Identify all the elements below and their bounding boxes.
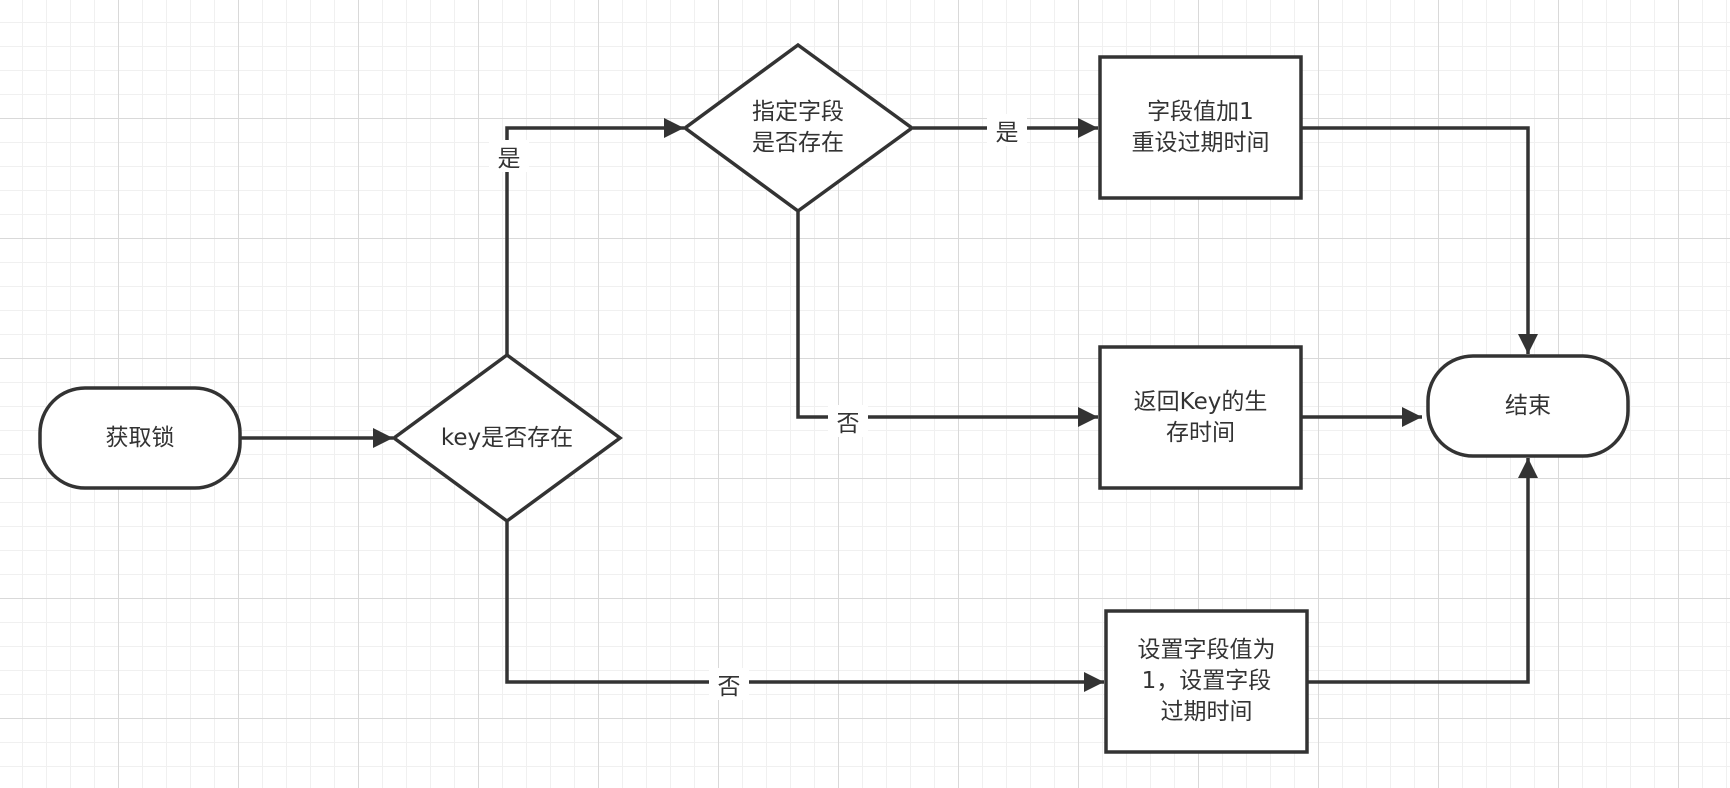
set-field-process-shape <box>1104 609 1309 754</box>
end-terminal-shape <box>1426 354 1630 458</box>
key-exists-decision-label: key是否存在 <box>440 424 574 451</box>
return-ttl-process-label: 返回Key的生 存时间 <box>1133 388 1268 446</box>
start-node: 获取锁 <box>40 388 240 488</box>
arrow-set-field-to-end <box>1308 458 1538 684</box>
return-ttl-process-shape <box>1098 345 1303 490</box>
field-increment-process: 字段值加1 重设过期时间 <box>1100 57 1301 198</box>
key-no-edge-label: 否 <box>709 668 749 700</box>
start-node-label: 获取锁 <box>105 424 175 451</box>
key-decision-shape <box>391 352 623 524</box>
start-terminal-shape <box>38 386 242 490</box>
set-field-process-label: 设置字段值为 1，设置字段 过期时间 <box>1137 637 1276 725</box>
arrow-field-no-to-return-ttl <box>796 212 1098 427</box>
end-node-label: 结束 <box>1505 392 1551 419</box>
arrow-key-no-to-set-field <box>505 522 1104 692</box>
arrow-increment-to-end <box>1302 126 1538 354</box>
key-yes-edge-label: 是 <box>489 140 529 172</box>
arrow-key-yes-to-field-decision <box>505 118 684 355</box>
field-exists-decision: 指定字段 是否存在 <box>716 88 880 168</box>
field-increment-process-label: 字段值加1 重设过期时间 <box>1131 98 1270 156</box>
field-decision-shape <box>682 42 915 214</box>
key-exists-decision: key是否存在 <box>400 398 614 478</box>
set-field-process: 设置字段值为 1，设置字段 过期时间 <box>1106 611 1307 752</box>
return-ttl-process: 返回Key的生 存时间 <box>1100 347 1301 488</box>
field-no-edge-label: 否 <box>828 405 868 437</box>
increment-process-shape <box>1098 55 1303 200</box>
field-exists-decision-label: 指定字段 是否存在 <box>752 99 844 156</box>
end-node: 结束 <box>1428 356 1628 456</box>
field-yes-edge-label: 是 <box>987 114 1027 146</box>
